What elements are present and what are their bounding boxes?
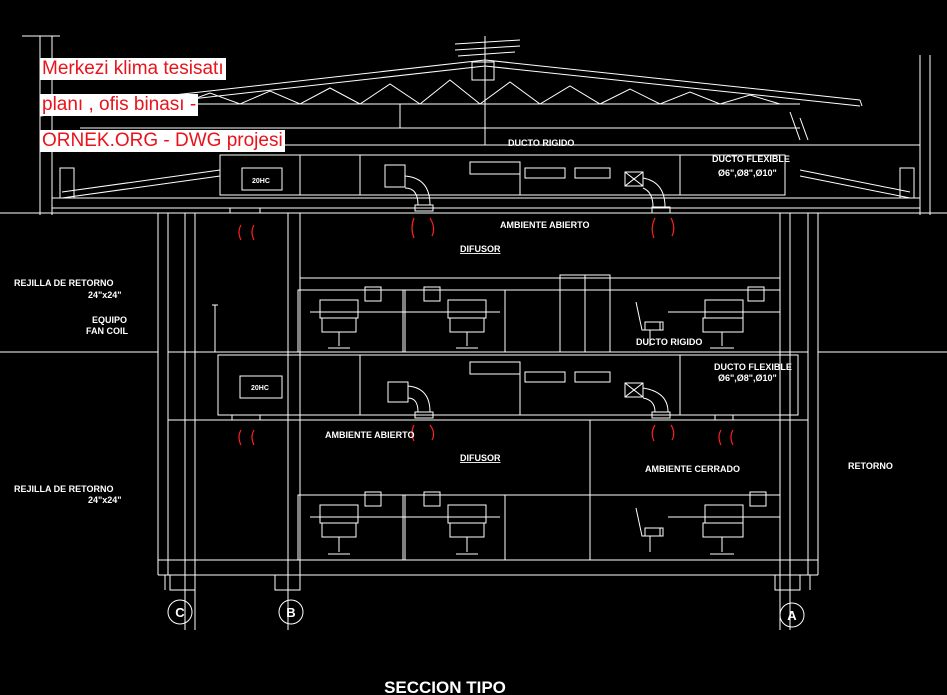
ducto-rigido-mid-label: DUCTO RIGIDO xyxy=(636,337,702,347)
roof xyxy=(22,35,931,215)
rejilla-size-label-1: 24"x24" xyxy=(88,290,122,300)
fan-coil-label: FAN COIL xyxy=(86,326,129,336)
labels: FAN COIL DUCTO RIGIDO DUCTO FLEXIBLE Ø6"… xyxy=(14,73,893,695)
retorno-label: RETORNO xyxy=(848,461,893,471)
fan-coil-unit-mid-label: 20HC xyxy=(251,385,269,392)
ambiente-cerrado-label: AMBIENTE CERRADO xyxy=(645,464,740,474)
axis-c-bubble xyxy=(167,599,193,625)
axis-b-bubble xyxy=(278,599,304,625)
ducto-rigido-top-label: DUCTO RIGIDO xyxy=(508,138,574,148)
fan-coil-unit-top-label: 20HC xyxy=(252,178,270,185)
upper-office-furniture xyxy=(297,274,780,353)
section-title: SECCION TIPO xyxy=(384,678,506,695)
mid-slab-duct xyxy=(168,351,808,560)
axis-a-bubble xyxy=(779,602,805,628)
ducto-flexible-top-label: DUCTO FLEXIBLE xyxy=(712,154,790,164)
rejilla-size-label-2: 24"x24" xyxy=(88,495,122,505)
ambiente-abierto-mid-label: AMBIENTE ABIERTO xyxy=(325,430,415,440)
rejilla-retorno-label-1: REJILLA DE RETORNO xyxy=(14,278,114,288)
axis-c-label: C xyxy=(175,605,185,620)
watermark-line-1: Merkezi klima tesisatı xyxy=(40,58,226,80)
diameter-mid-label: Ø6",Ø8",Ø10" xyxy=(718,373,777,383)
foundation xyxy=(167,574,805,628)
ambiente-abierto-top-label: AMBIENTE ABIERTO xyxy=(500,220,590,230)
top-duct-system xyxy=(219,154,786,214)
watermark-line-3: ORNEK.ORG - DWG projesi xyxy=(40,130,285,152)
axis-b-label: B xyxy=(286,605,295,620)
diameter-top-label: Ø6",Ø8",Ø10" xyxy=(718,168,777,178)
ducto-flexible-mid-label: DUCTO FLEXIBLE xyxy=(714,362,792,372)
difusor-top-label: DIFUSOR xyxy=(460,244,501,254)
difusor-mid-label: DIFUSOR xyxy=(460,453,501,463)
axis-a-label: A xyxy=(787,608,797,623)
airflow-arrows xyxy=(238,217,734,446)
rejilla-retorno-label-2: REJILLA DE RETORNO xyxy=(14,484,114,494)
equipo-label: EQUIPO xyxy=(92,315,127,325)
building-frame xyxy=(0,213,947,630)
lower-office-furniture xyxy=(297,491,780,561)
watermark-line-2: planı , ofis binası - xyxy=(40,94,199,116)
